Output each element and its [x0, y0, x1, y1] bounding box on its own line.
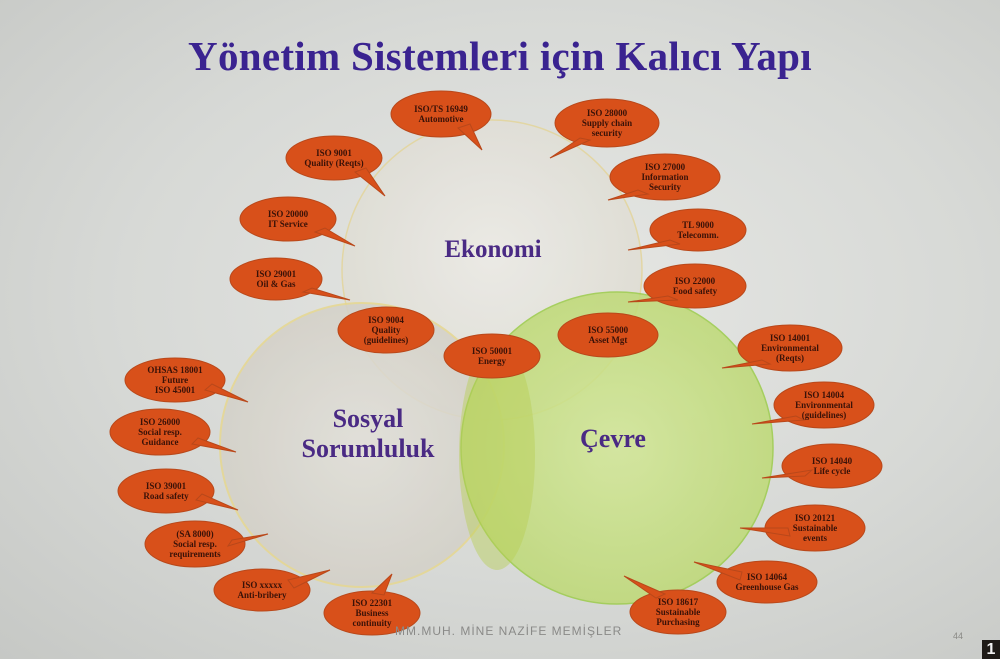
sosyal-label-line1: Sosyal: [332, 404, 404, 433]
footer-author: MM.MUH. MİNE NAZİFE MEMİŞLER: [395, 624, 623, 638]
speech-bubbles: [109, 90, 883, 636]
corner-mark: 1: [982, 640, 1000, 659]
cevre-label: Çevre: [580, 424, 646, 453]
bubble-sa-8000: (SA 8000)Social resp.requirements: [169, 529, 221, 559]
cevre-circle: [460, 291, 774, 605]
slide-title: Yönetim Sistemleri için Kalıcı Yapı: [188, 33, 812, 79]
sosyal-label-line2: Sorumluluk: [301, 433, 435, 463]
overlap-lens: [459, 340, 535, 570]
page-number: 44: [953, 631, 964, 641]
ekonomi-label: Ekonomi: [444, 236, 542, 263]
sosyal-label: Sosyal Sorumluluk: [268, 404, 468, 464]
